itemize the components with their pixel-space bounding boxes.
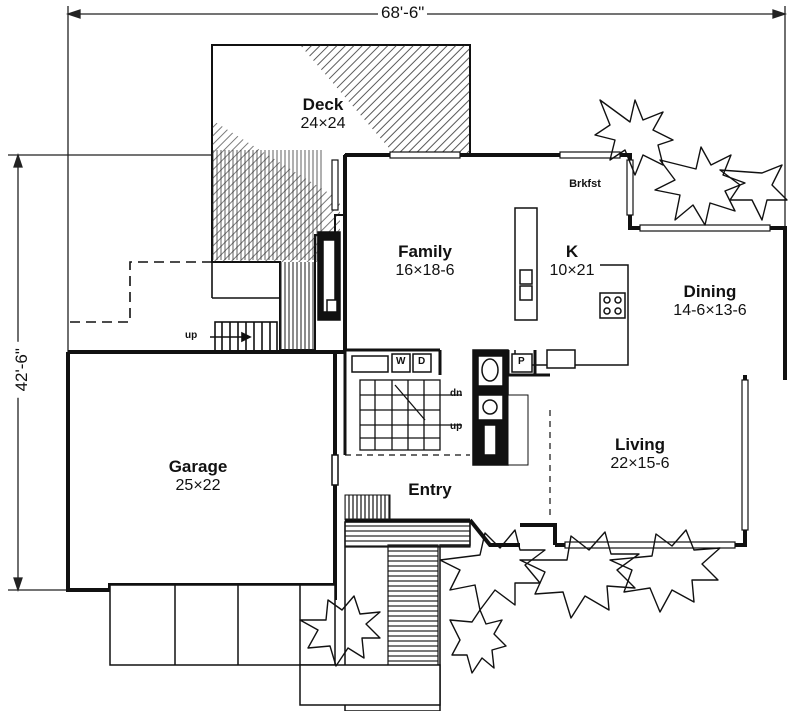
- dryer-label: D: [418, 356, 426, 367]
- stairs: [359, 379, 462, 451]
- living-size: 22×15-6: [610, 454, 670, 472]
- family-name: Family: [398, 242, 452, 261]
- living-label: Living 22×15-6: [590, 435, 690, 473]
- dining-size: 14-6×13-6: [673, 301, 747, 319]
- stair-up-label: up: [450, 421, 463, 432]
- kitchen-label: K 10×21: [542, 242, 602, 280]
- overall-width-label: 68'-6": [378, 3, 428, 23]
- family-label: Family 16×18-6: [375, 242, 475, 280]
- garage-interior: [331, 454, 339, 486]
- fireplace: [317, 231, 341, 321]
- kitchen-fixtures: [514, 207, 629, 369]
- washer-label: W: [396, 356, 406, 367]
- dining-name: Dining: [683, 282, 737, 301]
- dining-label: Dining 14-6×13-6: [655, 282, 765, 320]
- deck-label: Deck 24×24: [283, 95, 363, 133]
- deck-name: Deck: [302, 95, 344, 114]
- deck-area: [211, 44, 471, 351]
- garage-label: Garage 25×22: [148, 457, 248, 495]
- side-terrace: [68, 261, 280, 353]
- driveway: [109, 584, 441, 706]
- kitchen-size: 10×21: [549, 261, 595, 279]
- stair-dn-label: dn: [450, 388, 463, 399]
- deck-size: 24×24: [300, 114, 346, 132]
- garage-name: Garage: [168, 457, 228, 476]
- bath-core: [472, 349, 529, 466]
- laundry: [351, 353, 533, 373]
- garage-size: 25×22: [175, 476, 221, 494]
- living-name: Living: [614, 435, 666, 454]
- foliage: [299, 99, 788, 674]
- entry-label: Entry: [408, 480, 452, 499]
- breakfast-label: Brkfst: [569, 178, 601, 190]
- family-size: 16×18-6: [395, 261, 455, 279]
- entry-steps: [344, 494, 471, 711]
- kitchen-name: K: [565, 242, 579, 261]
- pantry-label: P: [518, 356, 525, 367]
- overall-depth-label: 42'-6": [12, 341, 32, 398]
- garage-up-label: up: [185, 330, 198, 341]
